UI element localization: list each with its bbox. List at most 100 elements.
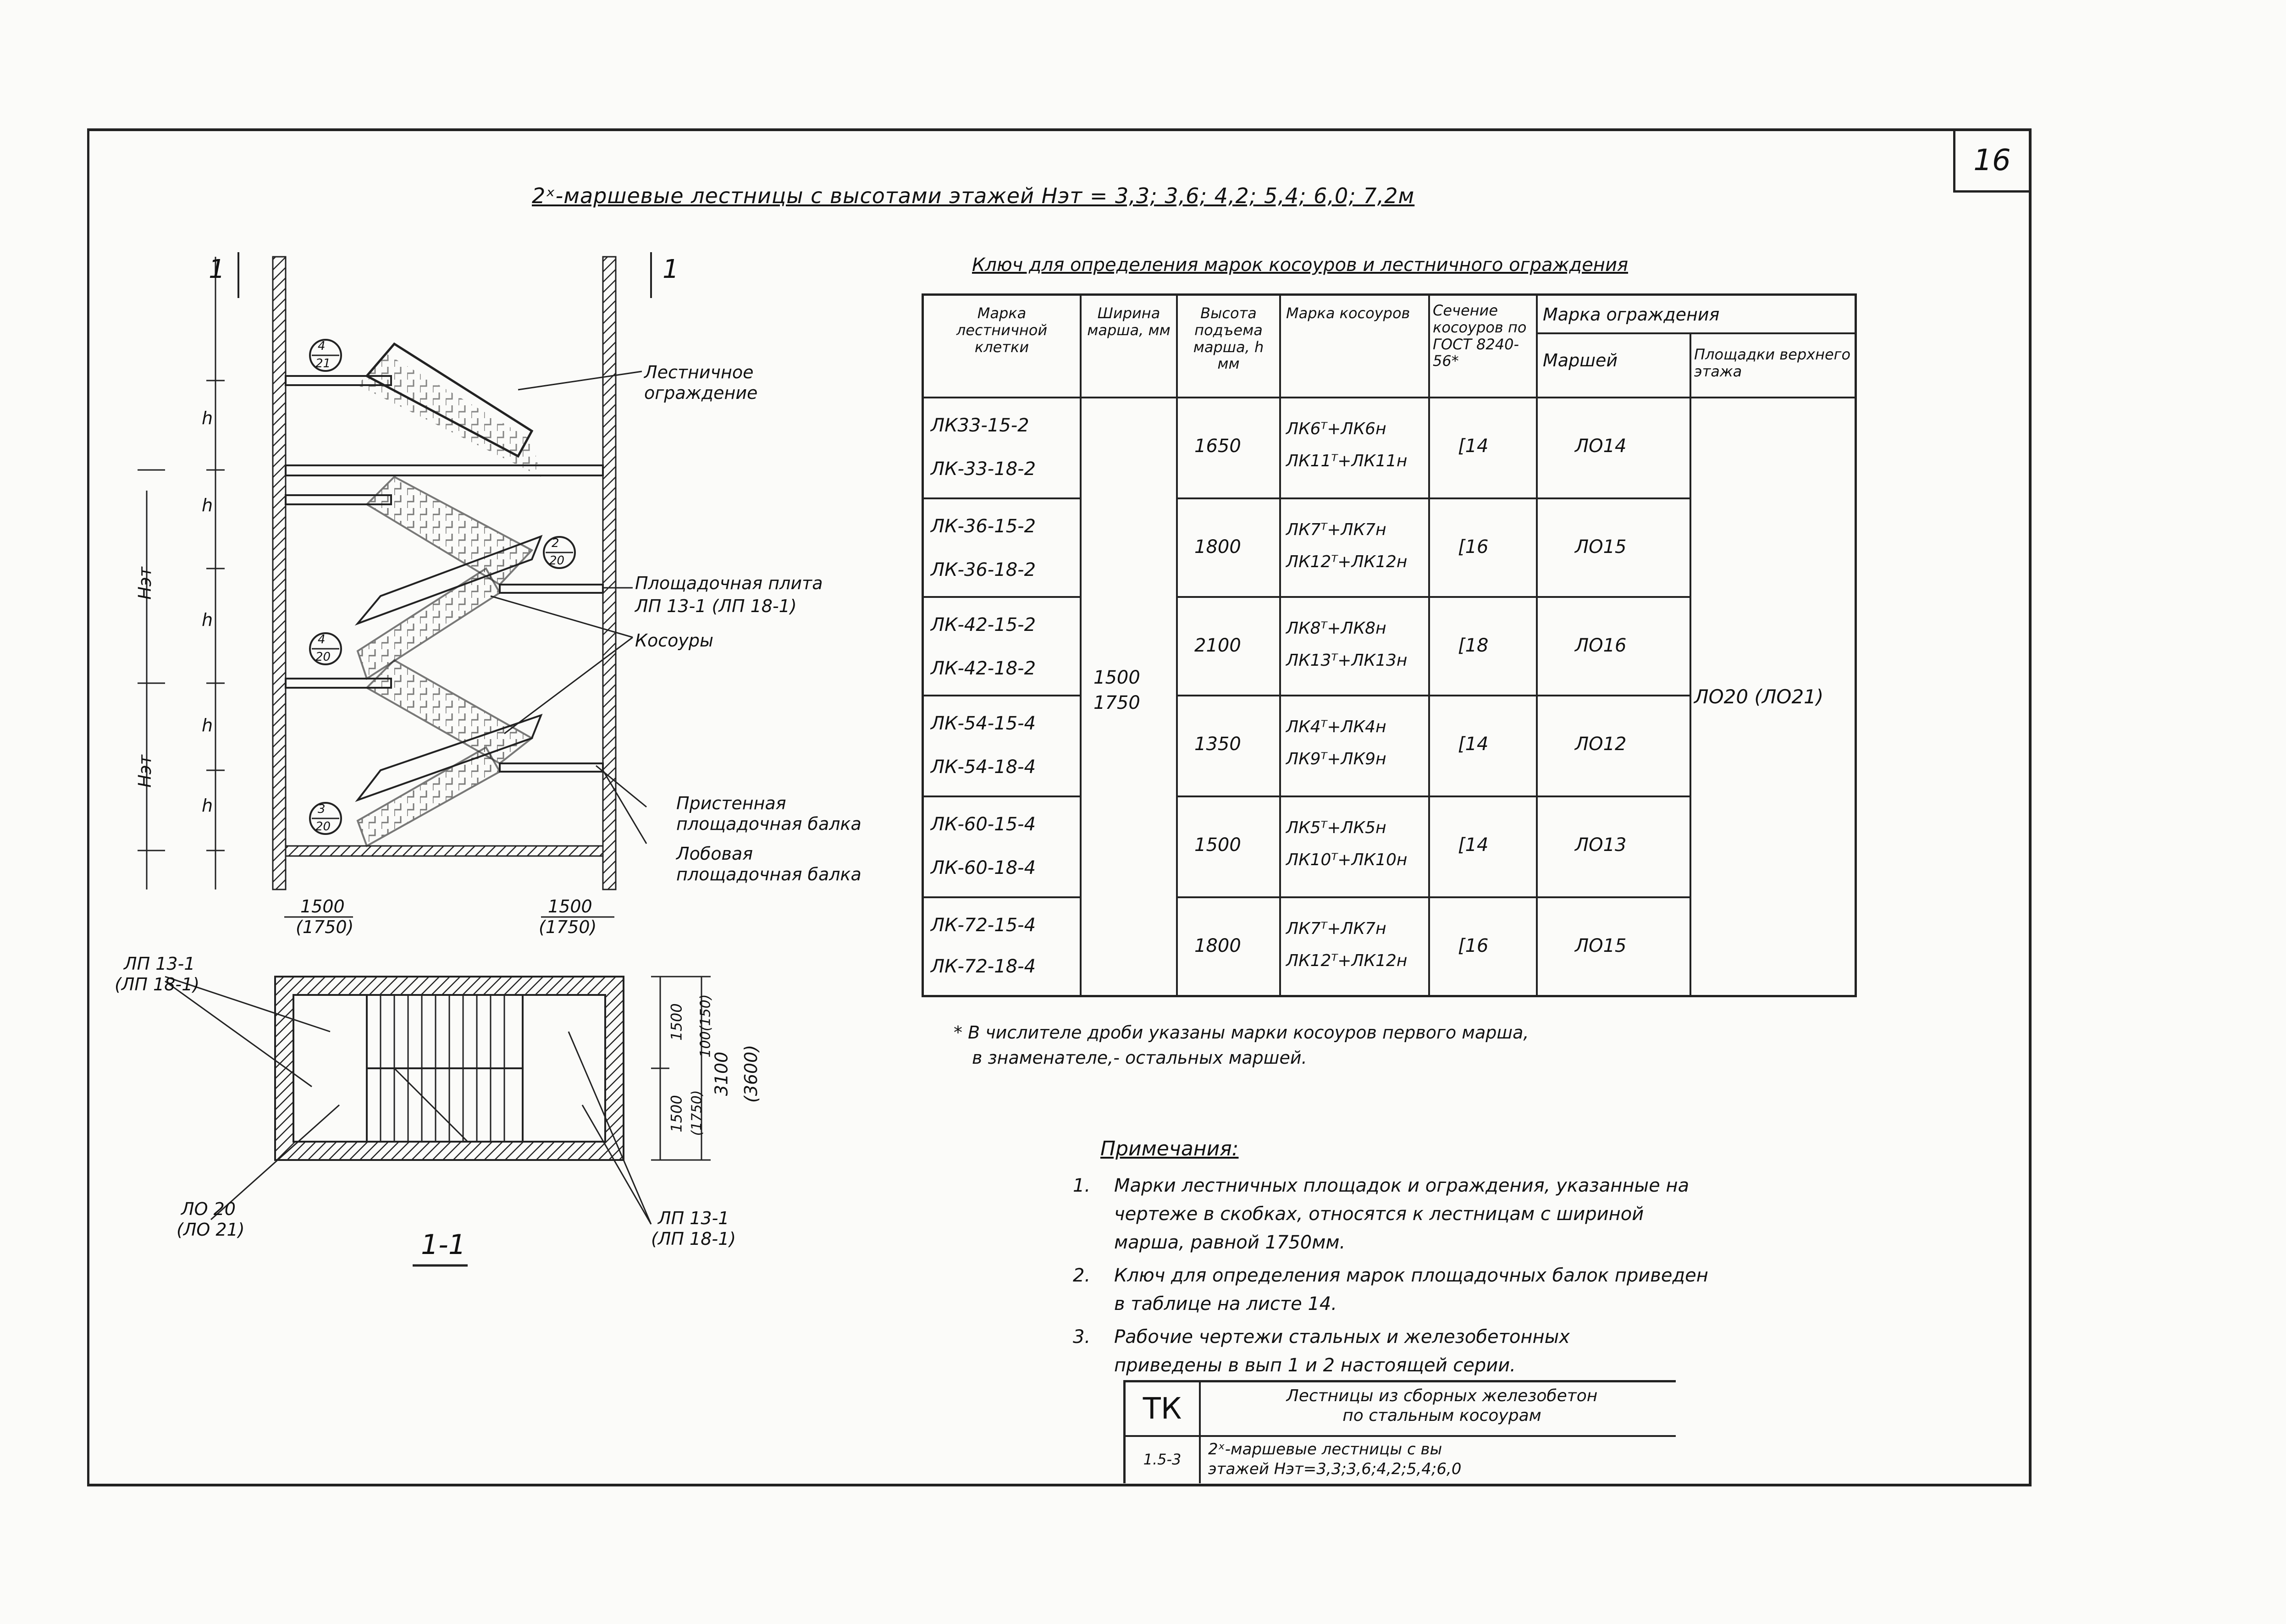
note-line: Ключ для определения марок площадочных б… xyxy=(1114,1265,1708,1286)
plan-dim-a1: 1500 xyxy=(668,1003,685,1041)
footnote: * В числителе дроби указаны марки косоур… xyxy=(954,1020,1529,1071)
callout-2-num: 2 xyxy=(552,536,559,550)
title-block-tk: ТК xyxy=(1126,1382,1201,1437)
row-4-stringer-1: ЛК4ᵀ+ЛК4н xyxy=(1286,718,1386,736)
row-1-height: 1650 xyxy=(1194,436,1241,457)
sheet-title-line-1: 2ˣ-маршевые лестницы с вы xyxy=(1208,1440,1442,1458)
notes-title: Примечания: xyxy=(1100,1137,1239,1160)
row-6-section: [16 xyxy=(1458,935,1489,956)
landing-railing-value: ЛО20 (ЛО21) xyxy=(1694,685,1824,708)
row-4-mark-2: ЛК-54-18-4 xyxy=(931,757,1036,778)
dim-h-3: h xyxy=(202,610,213,630)
row-divider xyxy=(924,695,1080,696)
row-2-section: [16 xyxy=(1458,536,1489,558)
header-cell-mark: Марка лестничной клетки xyxy=(956,304,1048,356)
title-block-code: 1.5-3 xyxy=(1126,1435,1201,1483)
col-divider xyxy=(1428,296,1430,995)
title-block: ТК Лестницы из сборных железобетон по ст… xyxy=(1123,1380,1676,1483)
col-divider xyxy=(1080,296,1082,995)
row-1-stringer-2: ЛК11ᵀ+ЛК11н xyxy=(1286,452,1408,470)
note-line: марша, равной 1750мм. xyxy=(1114,1232,1346,1253)
row-divider xyxy=(924,497,1080,499)
plan-dim-total-1: 3100 xyxy=(711,1051,732,1096)
stair-section-drawing xyxy=(138,252,652,918)
dim-hst-lower: Нэт xyxy=(134,755,155,788)
plan-label-bottom-right-2: (ЛП 18-1) xyxy=(651,1229,736,1249)
note-line: в таблице на листе 14. xyxy=(1114,1293,1337,1315)
key-table-caption: Ключ для определения марок косоуров и ле… xyxy=(972,254,1629,276)
callout-3-sheet: 20 xyxy=(315,650,331,664)
label-stringers: Косоуры xyxy=(635,630,713,651)
plan-label-bottom-left-1: ЛО 20 xyxy=(181,1199,236,1219)
label-railing-1: Лестничное xyxy=(644,362,754,382)
callout-1-num: 4 xyxy=(318,339,326,353)
section-mark-right: 1 xyxy=(663,254,679,284)
row-3-railing: ЛО16 xyxy=(1575,635,1627,656)
title-block-series: Лестницы из сборных железобетон по сталь… xyxy=(1213,1386,1671,1425)
row-1-stringer-1: ЛК6ᵀ+ЛК6н xyxy=(1286,420,1386,438)
plan-label-bottom-left-2: (ЛО 21) xyxy=(177,1220,245,1240)
row-2-mark-1: ЛК-36-15-2 xyxy=(931,516,1036,537)
stair-plan-drawing xyxy=(165,976,711,1267)
header-stringer-mark: Марка косоуров xyxy=(1286,304,1410,322)
row-6-stringer-2: ЛК12ᵀ+ЛК12н xyxy=(1286,951,1408,970)
sheet-title: 2ˣ-маршевые лестницы с высотами этажей Н… xyxy=(532,183,1415,208)
sheet-title-line-2: этажей Нэт=3,3;3,6;4,2;5,4;6,0 xyxy=(1208,1459,1462,1478)
callout-4-num: 3 xyxy=(318,802,326,816)
row-3-stringer-1: ЛК8ᵀ+ЛК8н xyxy=(1286,619,1386,638)
width-value-1: 1500 xyxy=(1093,667,1140,688)
row-2-stringer-1: ЛК7ᵀ+ЛК7н xyxy=(1286,520,1386,539)
row-5-stringer-1: ЛК5ᵀ+ЛК5н xyxy=(1286,818,1386,837)
col-divider xyxy=(1690,332,1691,995)
plan-section-label: 1-1 xyxy=(421,1229,466,1261)
key-table: Марка лестничной клетки Ширина марша, мм… xyxy=(922,293,1857,997)
note-line: чертеже в скобках, относятся к лестницам… xyxy=(1114,1204,1644,1225)
notes-list: 1. Марки лестничных площадок и ограждени… xyxy=(1073,1171,1708,1384)
plan-label-bottom-right-1: ЛП 13-1 xyxy=(658,1208,729,1228)
sheet-frame xyxy=(87,128,2032,1486)
header-width: Ширина марша, мм xyxy=(1087,304,1171,339)
row-divider xyxy=(1176,695,1690,696)
row-3-stringer-2: ЛК13ᵀ+ЛК13н xyxy=(1286,651,1408,670)
note-item: 3. Рабочие чертежи стальных и железобето… xyxy=(1073,1323,1708,1380)
plan-label-top-1: ЛП 13-1 xyxy=(124,954,195,974)
dim-h-4: h xyxy=(202,715,213,735)
row-divider xyxy=(1176,896,1690,898)
row-3-mark-2: ЛК-42-18-2 xyxy=(931,658,1036,679)
label-wall-beam-1: Пристенная xyxy=(676,793,786,813)
row-divider xyxy=(1176,795,1690,797)
title-block-divider xyxy=(1199,1435,1676,1437)
row-1-section: [14 xyxy=(1458,436,1489,457)
row-6-mark-2: ЛК-72-18-4 xyxy=(931,956,1036,977)
note-line: Марки лестничных площадок и ограждения, … xyxy=(1114,1175,1690,1196)
note-item: 2. Ключ для определения марок площадочны… xyxy=(1073,1261,1708,1318)
row-1-railing: ЛО14 xyxy=(1575,436,1627,457)
header-railing-group: Марка ограждения xyxy=(1543,304,1720,325)
row-4-railing: ЛО12 xyxy=(1575,734,1627,755)
plan-dim-b1: 100(150) xyxy=(697,994,714,1058)
row-6-railing: ЛО15 xyxy=(1575,935,1627,956)
series-title-line-2: по стальным косоурам xyxy=(1342,1406,1541,1425)
row-3-mark-1: ЛК-42-15-2 xyxy=(931,614,1036,635)
row-divider xyxy=(924,795,1080,797)
dim-h-1: h xyxy=(202,408,213,428)
title-block-sheet-title: 2ˣ-маршевые лестницы с вы этажей Нэт=3,3… xyxy=(1208,1440,1461,1479)
note-line: Рабочие чертежи стальных и железобетонны… xyxy=(1114,1326,1570,1348)
row-5-section: [14 xyxy=(1458,834,1489,856)
row-2-railing: ЛО15 xyxy=(1575,536,1627,558)
row-divider xyxy=(1176,596,1690,598)
row-3-section: [18 xyxy=(1458,635,1489,656)
footnote-line-1: * В числителе дроби указаны марки косоур… xyxy=(954,1022,1529,1043)
dim-h-2: h xyxy=(202,495,213,515)
label-slab-1: Площадочная плита xyxy=(635,573,823,593)
row-1-mark-1: ЛК33-15-2 xyxy=(931,415,1029,436)
note-number: 3. xyxy=(1073,1326,1091,1348)
row-4-mark-1: ЛК-54-15-4 xyxy=(931,713,1036,734)
note-item: 1. Марки лестничных площадок и ограждени… xyxy=(1073,1171,1708,1257)
col-divider xyxy=(1536,296,1538,995)
dim-h-5: h xyxy=(202,795,213,816)
header-section: Сечение косоуров по ГОСТ 8240-56* xyxy=(1433,302,1527,370)
footnote-line-2: в знаменателе,- остальных маршей. xyxy=(972,1048,1307,1068)
plan-label-top-2: (ЛП 18-1) xyxy=(115,974,200,994)
